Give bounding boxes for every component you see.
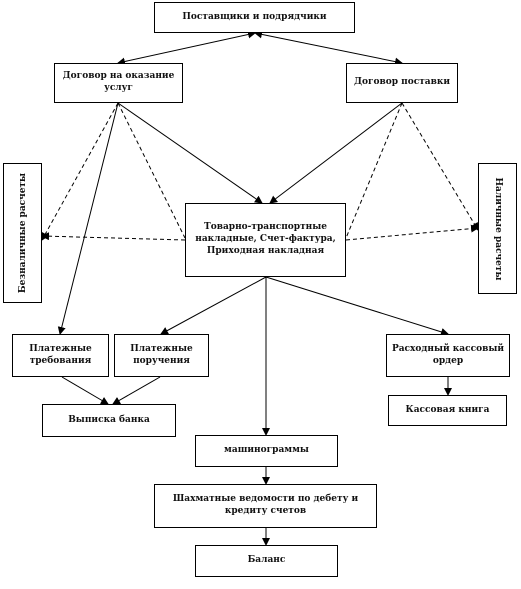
- edge-waybills-cash-dashed: [345, 224, 479, 241]
- node-chess-statements: Шахматные ведомости по дебету и кредиту …: [154, 484, 377, 528]
- edge-service-contract-payment-requests: [57, 102, 119, 335]
- edge-waybills-noncash-dashed: [41, 232, 186, 241]
- node-bank-statement: Выписка банка: [42, 404, 176, 437]
- edge-supply-contract-waybills: [269, 102, 403, 204]
- node-service-contract: Договор на оказание услуг: [54, 63, 183, 103]
- edge-waybills-payment-orders: [160, 276, 267, 335]
- edge-service-contract-noncash-dashed: [41, 102, 119, 241]
- node-cash-settlements: Наличные расчеты: [478, 163, 517, 294]
- node-machinegrams: машинограммы: [195, 435, 338, 467]
- edge-service-contract-waybills-dashed: [117, 102, 186, 239]
- noncash-settlements-label: Безналичные расчеты: [17, 172, 28, 294]
- node-noncash-settlements: Безналичные расчеты: [3, 163, 42, 303]
- node-waybills: Товарно-транспортные накладные, Счет-фак…: [185, 203, 346, 277]
- edge-suppliers-supply-contract: [254, 30, 403, 66]
- edge-service-contract-waybills: [117, 102, 263, 204]
- node-cash-book: Кассовая книга: [388, 395, 507, 426]
- edge-suppliers-service-contract: [117, 30, 256, 66]
- cash-settlements-label: Наличные расчеты: [492, 177, 503, 280]
- node-suppliers: Поставщики и подрядчики: [154, 2, 355, 33]
- edge-waybills-cash-order: [265, 276, 449, 336]
- edge-payment-orders-bank-statement: [112, 376, 161, 405]
- node-payment-orders: Платежные поручения: [114, 334, 209, 377]
- node-payment-requests: Платежные требования: [12, 334, 109, 377]
- edge-supply-contract-cash-dashed: [401, 102, 479, 231]
- edge-payment-requests-bank-statement: [61, 376, 109, 405]
- node-cash-outflow-order: Расходный кассовый ордер: [386, 334, 510, 377]
- node-supply-contract: Договор поставки: [346, 63, 458, 103]
- edge-supply-contract-waybills-dashed: [345, 102, 403, 239]
- node-balance: Баланс: [195, 545, 338, 577]
